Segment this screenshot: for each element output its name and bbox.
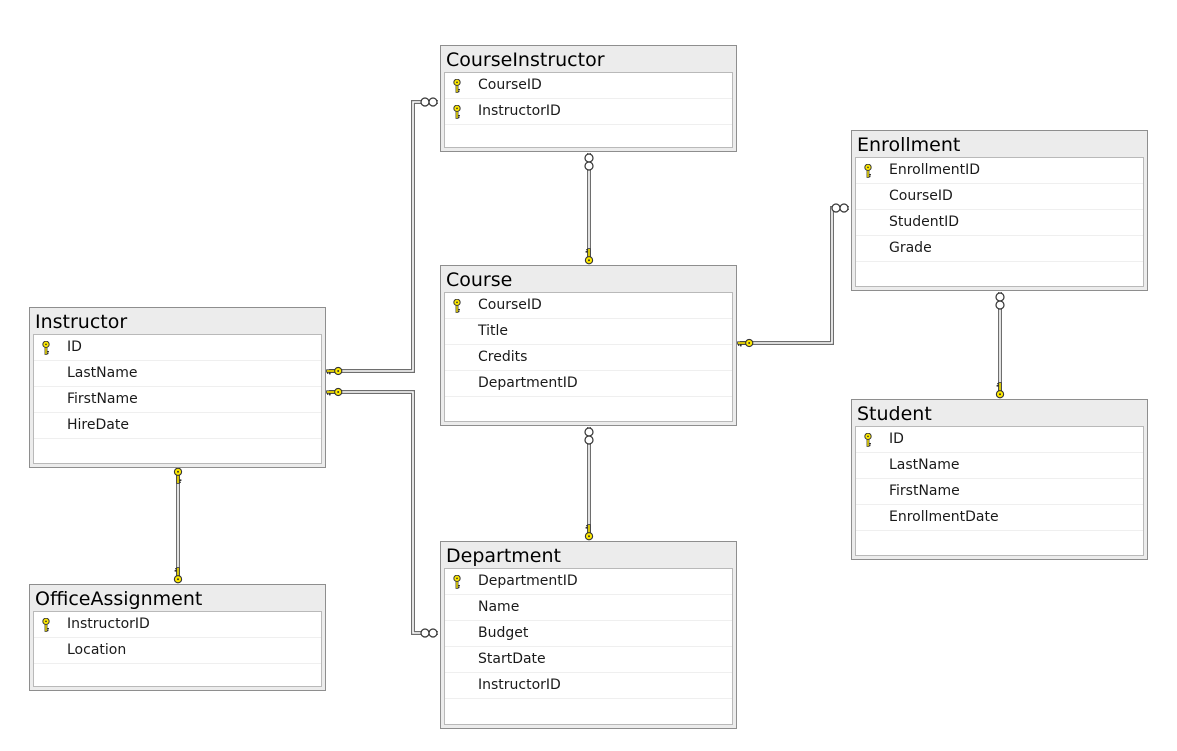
column-name: LastName: [67, 365, 138, 381]
table-title[interactable]: CourseInstructor: [446, 49, 605, 71]
enrollment-student-many-end-infinity-icon: [995, 292, 1005, 310]
column-name: CourseID: [889, 188, 953, 204]
primary-key-icon: [42, 341, 50, 355]
column-name: Name: [478, 599, 520, 615]
column-name: StartDate: [478, 651, 546, 667]
column-name: CourseID: [478, 297, 542, 313]
column-row[interactable]: StartDate: [445, 647, 732, 673]
column-row[interactable]: FirstName: [34, 387, 321, 413]
relationship-line-courseinstructor-instructor[interactable]: [329, 100, 438, 373]
column-name: DepartmentID: [478, 375, 578, 391]
course-department-many-end-infinity-icon: [584, 427, 594, 445]
column-name: HireDate: [67, 417, 129, 433]
table-title[interactable]: Course: [446, 269, 513, 291]
primary-key-icon: [453, 79, 461, 93]
column-name: Grade: [889, 240, 932, 256]
column-name: LastName: [889, 457, 960, 473]
instructor-officeassignment-one-end-key-icon: [173, 567, 183, 584]
column-row[interactable]: HireDate: [34, 413, 321, 439]
column-row[interactable]: EnrollmentDate: [856, 505, 1143, 531]
column-name: Budget: [478, 625, 529, 641]
column-row[interactable]: LastName: [856, 453, 1143, 479]
column-row[interactable]: DepartmentID: [445, 569, 732, 595]
column-row[interactable]: CourseID: [445, 73, 732, 99]
instructor-department-one-end-key-icon: [326, 387, 343, 397]
column-row[interactable]: ID: [856, 427, 1143, 453]
relationship-line-inner-instructor-department: [329, 391, 438, 634]
enrollment-course-one-end-key-icon: [737, 338, 754, 348]
column-row[interactable]: Budget: [445, 621, 732, 647]
column-row[interactable]: Grade: [856, 236, 1143, 262]
column-name: FirstName: [67, 391, 138, 407]
column-name: ID: [889, 431, 904, 447]
enrollment-course-many-end-infinity-icon: [831, 203, 849, 213]
column-name: InstructorID: [478, 103, 561, 119]
primary-key-icon: [42, 618, 50, 632]
primary-key-icon: [453, 575, 461, 589]
column-row[interactable]: Title: [445, 319, 732, 345]
column-name: CourseID: [478, 77, 542, 93]
courseinstructor-instructor-one-end-key-icon: [326, 366, 343, 376]
enrollment-student-one-end-key-icon: [995, 382, 1005, 399]
column-row[interactable]: Location: [34, 638, 321, 664]
column-name: InstructorID: [67, 616, 150, 632]
table-title[interactable]: OfficeAssignment: [35, 588, 203, 610]
column-row[interactable]: InstructorID: [34, 612, 321, 638]
column-row[interactable]: Credits: [445, 345, 732, 371]
relationship-line-inner-courseinstructor-instructor: [329, 101, 438, 372]
column-row[interactable]: CourseID: [445, 293, 732, 319]
relationship-line-instructor-department[interactable]: [329, 390, 438, 635]
column-row[interactable]: StudentID: [856, 210, 1143, 236]
courseinstructor-instructor-many-end-infinity-icon: [420, 97, 438, 107]
primary-key-icon: [864, 433, 872, 447]
column-row[interactable]: LastName: [34, 361, 321, 387]
column-name: InstructorID: [478, 677, 561, 693]
column-row[interactable]: EnrollmentID: [856, 158, 1143, 184]
table-title[interactable]: Department: [446, 545, 561, 567]
primary-key-icon: [453, 299, 461, 313]
column-row[interactable]: FirstName: [856, 479, 1143, 505]
course-department-one-end-key-icon: [584, 524, 594, 541]
table-title[interactable]: Instructor: [35, 311, 128, 333]
column-name: StudentID: [889, 214, 960, 230]
table-title[interactable]: Enrollment: [857, 134, 961, 156]
column-row[interactable]: DepartmentID: [445, 371, 732, 397]
column-row[interactable]: CourseID: [856, 184, 1143, 210]
column-name: DepartmentID: [478, 573, 578, 589]
primary-key-icon: [453, 105, 461, 119]
table-columns: InstructorID Location: [33, 611, 322, 687]
courseinstructor-course-one-end-key-icon: [584, 248, 594, 265]
table-columns: EnrollmentID CourseID StudentID Grade: [855, 157, 1144, 287]
column-name: Credits: [478, 349, 528, 365]
column-name: EnrollmentID: [889, 162, 981, 178]
column-row[interactable]: InstructorID: [445, 99, 732, 125]
column-name: Location: [67, 642, 127, 658]
table-title[interactable]: Student: [857, 403, 932, 425]
courseinstructor-course-many-end-infinity-icon: [584, 153, 594, 171]
column-name: ID: [67, 339, 82, 355]
table-columns: CourseID InstructorID: [444, 72, 733, 148]
primary-key-icon: [864, 164, 872, 178]
instructor-officeassignment-one-end-key-icon: [173, 467, 183, 484]
column-row[interactable]: Name: [445, 595, 732, 621]
column-name: EnrollmentDate: [889, 509, 999, 525]
column-row[interactable]: ID: [34, 335, 321, 361]
column-name: FirstName: [889, 483, 960, 499]
column-name: Title: [478, 323, 509, 339]
relationship-line-inner-enrollment-course: [740, 207, 849, 344]
instructor-department-many-end-infinity-icon: [420, 628, 438, 638]
column-row[interactable]: InstructorID: [445, 673, 732, 699]
